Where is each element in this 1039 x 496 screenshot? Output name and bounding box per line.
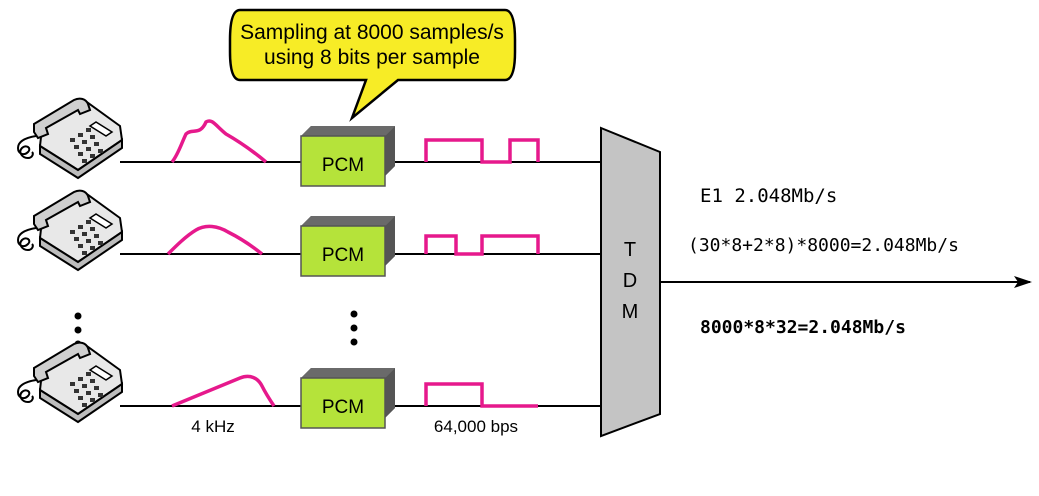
channel-row-2: PCM (17, 189, 601, 277)
pcm-label: PCM (322, 245, 364, 266)
pcm-encoder-box: PCM (300, 125, 396, 187)
tdm-multiplexer: T D M (600, 126, 661, 438)
sampling-callout: Sampling at 8000 samples/s using 8 bits … (228, 8, 517, 122)
analog-signal-wave (171, 374, 276, 408)
bitrate-label: 64,000 bps (434, 417, 518, 436)
telephone-icon (17, 341, 123, 423)
digital-signal-wave (424, 382, 538, 408)
digital-signal-wave (424, 138, 540, 164)
rate-formula-1: (30*8+2*8)*8000=2.048Mb/s (688, 235, 959, 256)
rate-formula-2: 8000*8*32=2.048Mb/s (700, 317, 906, 338)
channel-row-3: PCM 4 kHz 64,000 bps (17, 341, 601, 436)
callout-line-1: Sampling at 8000 samples/s (240, 21, 504, 44)
callout-line-2: using 8 bits per sample (264, 46, 480, 69)
ellipsis-dots-middle (350, 310, 358, 346)
analog-signal-wave (166, 224, 264, 256)
tdm-letter-m: M (622, 301, 639, 323)
channel-row-1: PCM (17, 97, 601, 187)
tdm-letter-d: D (623, 270, 637, 292)
pcm-encoder-box: PCM (300, 215, 396, 277)
e1-rate-text: E1 2.048Mb/s (700, 185, 837, 207)
pcm-encoder-box: PCM (300, 367, 396, 429)
analog-signal-wave (170, 119, 268, 164)
telephone-icon (17, 97, 123, 179)
tdm-letter-t: T (624, 239, 636, 261)
digital-signal-wave (424, 234, 540, 256)
bandwidth-label: 4 kHz (191, 417, 234, 436)
pcm-label: PCM (322, 155, 364, 176)
telephone-icon (17, 189, 123, 271)
pcm-label: PCM (322, 397, 364, 418)
